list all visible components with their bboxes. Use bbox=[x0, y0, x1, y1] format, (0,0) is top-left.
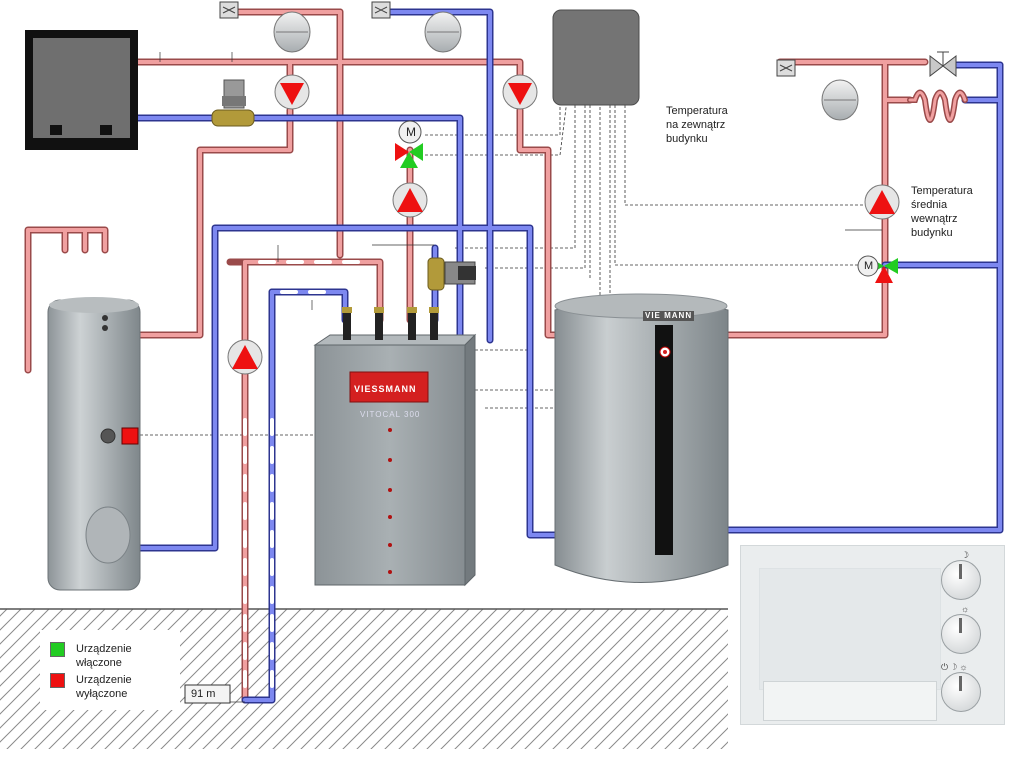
outside-temp-line-1: Temperatura bbox=[666, 105, 728, 117]
heat-source-unit bbox=[25, 30, 138, 150]
mode-icons: ⏻ ☽ ☼ bbox=[941, 662, 968, 672]
control-wiring bbox=[140, 99, 863, 436]
pump-icon bbox=[227, 74, 900, 375]
night-icon: ☽ bbox=[961, 550, 970, 560]
outside-temperature-label: Temperatura na zewnątrz budynku bbox=[666, 104, 728, 146]
legend-on-line-2: włączone bbox=[76, 657, 122, 669]
probe-length-box bbox=[184, 684, 231, 704]
three-way-valve-icon bbox=[395, 120, 898, 283]
legend-on-label: Urządzenie włączone bbox=[76, 642, 132, 670]
hot-water-tank bbox=[47, 297, 141, 591]
heat-pump-brand: VIESSMANN bbox=[354, 384, 417, 394]
controller-knob-icon[interactable] bbox=[941, 560, 981, 600]
inside-temp-line-4: budynku bbox=[911, 227, 953, 239]
legend-on-line-1: Urządzenie bbox=[76, 643, 132, 655]
legend-on-swatch bbox=[50, 642, 65, 657]
expansion-vessel-icon bbox=[273, 11, 859, 121]
buffer-tank-brand: VIE MANN bbox=[643, 311, 695, 321]
inside-temp-line-3: wewnątrz bbox=[911, 213, 958, 225]
inside-temp-line-2: średnia bbox=[911, 199, 948, 211]
air-vent-icon bbox=[219, 1, 796, 77]
probe-length-label: 91 m bbox=[191, 688, 216, 700]
controller-knob-icon[interactable] bbox=[941, 614, 981, 654]
legend-off-label: Urządzenie wyłączone bbox=[76, 673, 132, 701]
inside-temp-line-1: Temperatura bbox=[911, 185, 973, 197]
sun-icon: ☼ bbox=[961, 604, 970, 614]
motor-icon: M bbox=[406, 125, 416, 139]
controller-panel: ☽ ☼ ⏻ ☽ ☼ bbox=[740, 545, 1005, 725]
legend-off-line-1: Urządzenie bbox=[76, 674, 132, 686]
heat-pump-model: VITOCAL 300 bbox=[360, 410, 421, 419]
pointer-lines bbox=[159, 52, 882, 703]
ball-valve-icon bbox=[211, 79, 476, 291]
heat-pump-unit bbox=[313, 307, 477, 587]
outside-temp-line-3: budynku bbox=[666, 133, 708, 145]
legend-off-swatch bbox=[50, 673, 65, 688]
control-unit bbox=[552, 9, 640, 106]
legend-off-line-2: wyłączone bbox=[76, 688, 128, 700]
inside-temperature-label: Temperatura średnia wewnątrz budynku bbox=[911, 184, 973, 240]
controller-display bbox=[759, 568, 941, 690]
outside-temp-line-2: na zewnątrz bbox=[666, 119, 726, 131]
motor-icon: M bbox=[864, 260, 874, 272]
ground-section bbox=[0, 608, 728, 749]
controller-knob-icon[interactable] bbox=[941, 672, 981, 712]
controller-flap[interactable] bbox=[763, 681, 937, 721]
heat-exchanger-coil bbox=[907, 89, 968, 123]
buffer-tank bbox=[554, 293, 729, 583]
safety-valve-icon bbox=[929, 51, 957, 78]
